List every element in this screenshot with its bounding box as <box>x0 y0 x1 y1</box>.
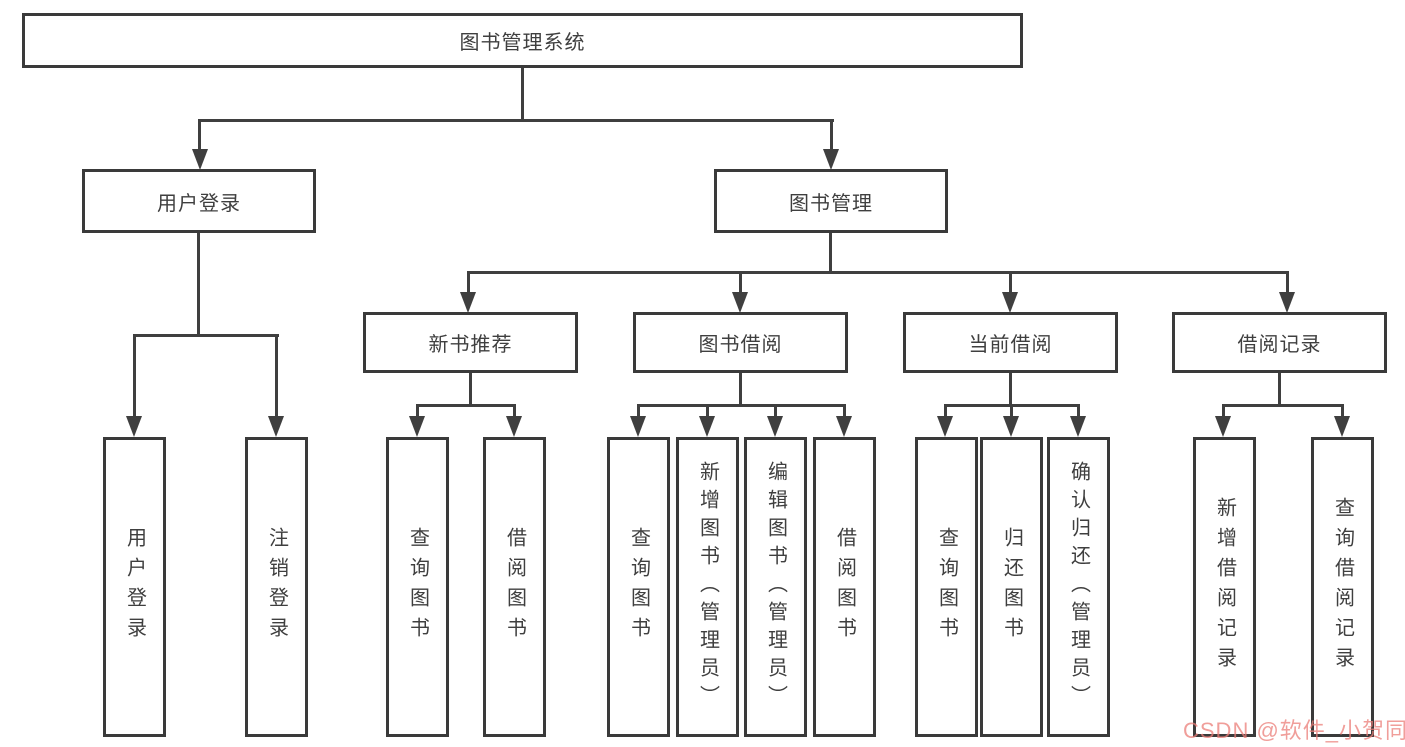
arrow-down-icon <box>1279 292 1295 313</box>
connector-drop-cb-query <box>944 404 947 419</box>
connector-nbr-hline <box>416 404 516 407</box>
arrow-down-icon <box>409 416 425 437</box>
arrow-down-icon <box>506 416 522 437</box>
leaf-label: 借阅图书 <box>833 527 856 647</box>
csdn-watermark: CSDN @软件_小贺同学 <box>1183 718 1405 743</box>
node-new-book-recommend: 新书推荐 <box>363 312 578 373</box>
arrow-down-icon <box>460 292 476 313</box>
leaf-cb-query-books: 查询图书 <box>915 437 978 737</box>
leaf-cb-confirm-return-admin: 确认归还（管理员） <box>1047 437 1110 737</box>
arrow-down-icon <box>126 416 142 437</box>
node-label: 用户登录 <box>157 192 241 215</box>
leaf-label: 注销登录 <box>265 527 288 647</box>
node-borrowing-records: 借阅记录 <box>1172 312 1387 373</box>
leaf-bb-add-books-admin: 新增图书（管理员） <box>676 437 739 737</box>
connector-drop-nbr-query <box>416 404 419 419</box>
node-label: 借阅记录 <box>1237 334 1322 356</box>
arrow-down-icon <box>630 416 646 437</box>
connector-br-stem <box>1278 373 1281 407</box>
arrow-down-icon <box>767 416 783 437</box>
leaf-logout: 注销登录 <box>245 437 308 737</box>
leaf-bb-query-books: 查询图书 <box>607 437 670 737</box>
connector-drop-new-book-recommend <box>467 271 470 295</box>
node-user-login: 用户登录 <box>82 169 316 233</box>
arrow-down-icon <box>192 149 208 170</box>
arrow-down-icon <box>268 416 284 437</box>
connector-bb-hline <box>637 404 846 407</box>
leaf-nbr-query-books: 查询图书 <box>386 437 449 737</box>
leaf-nbr-borrow-books: 借阅图书 <box>483 437 546 737</box>
arrow-down-icon <box>1334 416 1350 437</box>
arrow-down-icon <box>1070 416 1086 437</box>
connector-drop-user-login <box>198 119 201 150</box>
leaf-label: 确认归还（管理员） <box>1067 461 1090 713</box>
leaf-br-add-record: 新增借阅记录 <box>1193 437 1256 737</box>
connector-drop-cb-return <box>1010 404 1013 419</box>
leaf-label: 借阅图书 <box>503 527 526 647</box>
node-book-management: 图书管理 <box>714 169 948 233</box>
connector-bb-stem <box>739 373 742 407</box>
node-label: 当前借阅 <box>968 334 1053 356</box>
leaf-label: 新增图书（管理员） <box>696 461 719 713</box>
node-root-library-management-system: 图书管理系统 <box>22 13 1023 68</box>
node-book-borrowing: 图书借阅 <box>633 312 848 373</box>
arrow-down-icon <box>732 292 748 313</box>
connector-drop-borrowing-records <box>1286 271 1289 295</box>
arrow-down-icon <box>699 416 715 437</box>
connector-root-stem <box>521 68 524 121</box>
leaf-cb-return-books: 归还图书 <box>980 437 1043 737</box>
arrow-down-icon <box>823 149 839 170</box>
connector-drop-book-management <box>830 119 833 150</box>
connector-drop-leaf-logout <box>275 334 278 418</box>
leaf-label: 用户登录 <box>123 527 146 647</box>
node-label: 新书推荐 <box>428 334 513 356</box>
connector-root-hline <box>199 119 834 122</box>
node-current-borrowing: 当前借阅 <box>903 312 1118 373</box>
connector-drop-nbr-borrow <box>513 404 516 419</box>
leaf-bb-edit-books-admin: 编辑图书（管理员） <box>744 437 807 737</box>
arrow-down-icon <box>1215 416 1231 437</box>
connector-drop-bb-add <box>706 404 709 419</box>
connector-drop-bb-borrow <box>843 404 846 419</box>
node-label: 图书管理 <box>789 192 873 215</box>
connector-user-login-hline <box>133 334 279 337</box>
connector-drop-br-add <box>1222 404 1225 419</box>
leaf-bb-borrow-books: 借阅图书 <box>813 437 876 737</box>
connector-drop-leaf-user-login <box>133 334 136 418</box>
connector-user-login-stem <box>197 233 200 337</box>
connector-cb-stem <box>1009 373 1012 407</box>
leaf-label: 编辑图书（管理员） <box>764 461 787 713</box>
node-label: 图书借阅 <box>698 334 783 356</box>
node-label: 图书管理系统 <box>459 32 586 54</box>
leaf-label: 归还图书 <box>1000 527 1023 647</box>
arrow-down-icon <box>836 416 852 437</box>
leaf-br-query-record: 查询借阅记录 <box>1311 437 1374 737</box>
connector-book-management-hline <box>467 271 1289 274</box>
connector-drop-book-borrowing <box>739 271 742 295</box>
leaf-label: 查询图书 <box>627 527 650 647</box>
arrow-down-icon <box>937 416 953 437</box>
connector-drop-cb-confirm <box>1077 404 1080 419</box>
leaf-user-login: 用户登录 <box>103 437 166 737</box>
connector-drop-bb-edit <box>774 404 777 419</box>
connector-drop-bb-query <box>637 404 640 419</box>
connector-drop-br-query <box>1341 404 1344 419</box>
arrow-down-icon <box>1002 292 1018 313</box>
connector-br-hline <box>1222 404 1344 407</box>
leaf-label: 查询图书 <box>406 527 429 647</box>
leaf-label: 查询借阅记录 <box>1331 497 1354 677</box>
arrow-down-icon <box>1003 416 1019 437</box>
connector-drop-current-borrowing <box>1009 271 1012 295</box>
connector-nbr-stem <box>469 373 472 407</box>
connector-book-management-stem <box>829 233 832 274</box>
leaf-label: 查询图书 <box>935 527 958 647</box>
leaf-label: 新增借阅记录 <box>1213 497 1236 677</box>
